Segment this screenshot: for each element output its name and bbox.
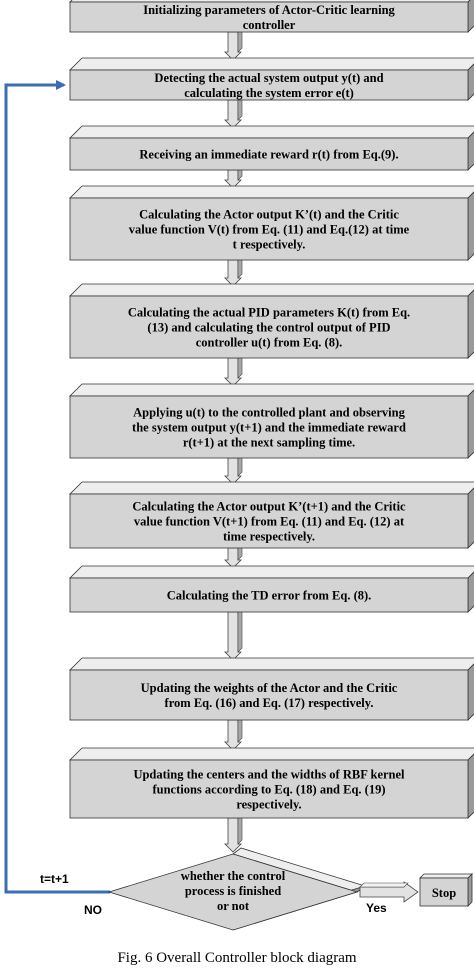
process-step-1: Initializing parameters of Actor-Critic … bbox=[69, 0, 474, 33]
process-step-5: Calculating the actual PID parameters K(… bbox=[69, 283, 474, 359]
step-1-line-2: controller bbox=[243, 18, 296, 32]
step-6-line-2: the system output y(t+1) and the immedia… bbox=[132, 421, 406, 435]
yes-label: Yes bbox=[366, 901, 387, 915]
step-4-line-2: value function V(t) from Eq. (11) and Eq… bbox=[129, 223, 410, 237]
step-5-line-2: (13) and calculating the control output … bbox=[147, 321, 390, 335]
no-label: NO bbox=[84, 903, 102, 917]
loop-label: t=t+1 bbox=[40, 872, 69, 886]
step-4-line-1: Calculating the Actor output K’(t) and t… bbox=[139, 208, 399, 222]
step-8-line-1: Calculating the TD error from Eq. (8). bbox=[167, 589, 372, 603]
step-4-line-3: t respectively. bbox=[233, 238, 306, 252]
flow-arrow-2 bbox=[224, 95, 243, 129]
flow-arrow-4 bbox=[224, 255, 243, 287]
process-step-10: Updating the centers and the widths of R… bbox=[69, 747, 474, 819]
process-step-9: Updating the weights of the Actor and th… bbox=[69, 657, 474, 721]
process-step-2: Detecting the actual system output y(t) … bbox=[69, 57, 474, 101]
process-step-3: Receiving an immediate reward r(t) from … bbox=[69, 125, 474, 171]
step-7-line-2: value function V(t+1) from Eq. (11) and … bbox=[134, 515, 405, 529]
figure-caption: Fig. 6 Overall Controller block diagram bbox=[117, 950, 356, 966]
flow-arrow-1 bbox=[224, 27, 243, 61]
process-step-8: Calculating the TD error from Eq. (8). bbox=[69, 565, 474, 613]
decision-line-1: whether the control bbox=[181, 869, 286, 883]
process-step-6: Applying u(t) to the controlled plant an… bbox=[69, 383, 474, 459]
decision-line-2: process is finished bbox=[185, 884, 281, 898]
process-step-4: Calculating the Actor output K’(t) and t… bbox=[69, 185, 474, 261]
step-6-line-1: Applying u(t) to the controlled plant an… bbox=[133, 406, 405, 420]
yes-arrow bbox=[359, 881, 419, 903]
step-2-line-1: Detecting the actual system output y(t) … bbox=[154, 71, 383, 85]
flow-arrow-9 bbox=[224, 715, 243, 751]
loop-back-arrow bbox=[4, 80, 110, 894]
step-1-line-1: Initializing parameters of Actor-Critic … bbox=[143, 3, 395, 17]
step-6-line-3: r(t+1) at the next sampling time. bbox=[183, 436, 355, 450]
flow-arrow-5 bbox=[224, 353, 243, 387]
flow-arrow-8 bbox=[224, 607, 243, 661]
step-7-line-1: Calculating the Actor output K’(t+1) and… bbox=[132, 500, 406, 514]
stop-label: Stop bbox=[432, 886, 456, 900]
flow-arrow-10 bbox=[224, 813, 243, 853]
step-10-line-2: functions according to Eq. (18) and Eq. … bbox=[152, 783, 385, 797]
stop-box: Stop bbox=[419, 873, 473, 907]
step-5-line-1: Calculating the actual PID parameters K(… bbox=[128, 306, 410, 320]
decision-line-3: or not bbox=[217, 899, 250, 913]
step-5-line-3: controller u(t) from Eq. (8). bbox=[196, 336, 343, 350]
step-10-line-1: Updating the centers and the widths of R… bbox=[133, 768, 405, 782]
step-10-line-3: respectively. bbox=[236, 798, 301, 812]
flow-arrow-6 bbox=[224, 453, 243, 485]
step-9-line-2: from Eq. (16) and Eq. (17) respectively. bbox=[165, 696, 374, 710]
step-9-line-1: Updating the weights of the Actor and th… bbox=[141, 681, 398, 695]
step-2-line-2: calculating the system error e(t) bbox=[184, 86, 354, 100]
step-3-line-1: Receiving an immediate reward r(t) from … bbox=[139, 148, 398, 162]
step-7-line-3: time respectively. bbox=[223, 530, 315, 544]
process-step-7: Calculating the Actor output K’(t+1) and… bbox=[69, 481, 474, 549]
